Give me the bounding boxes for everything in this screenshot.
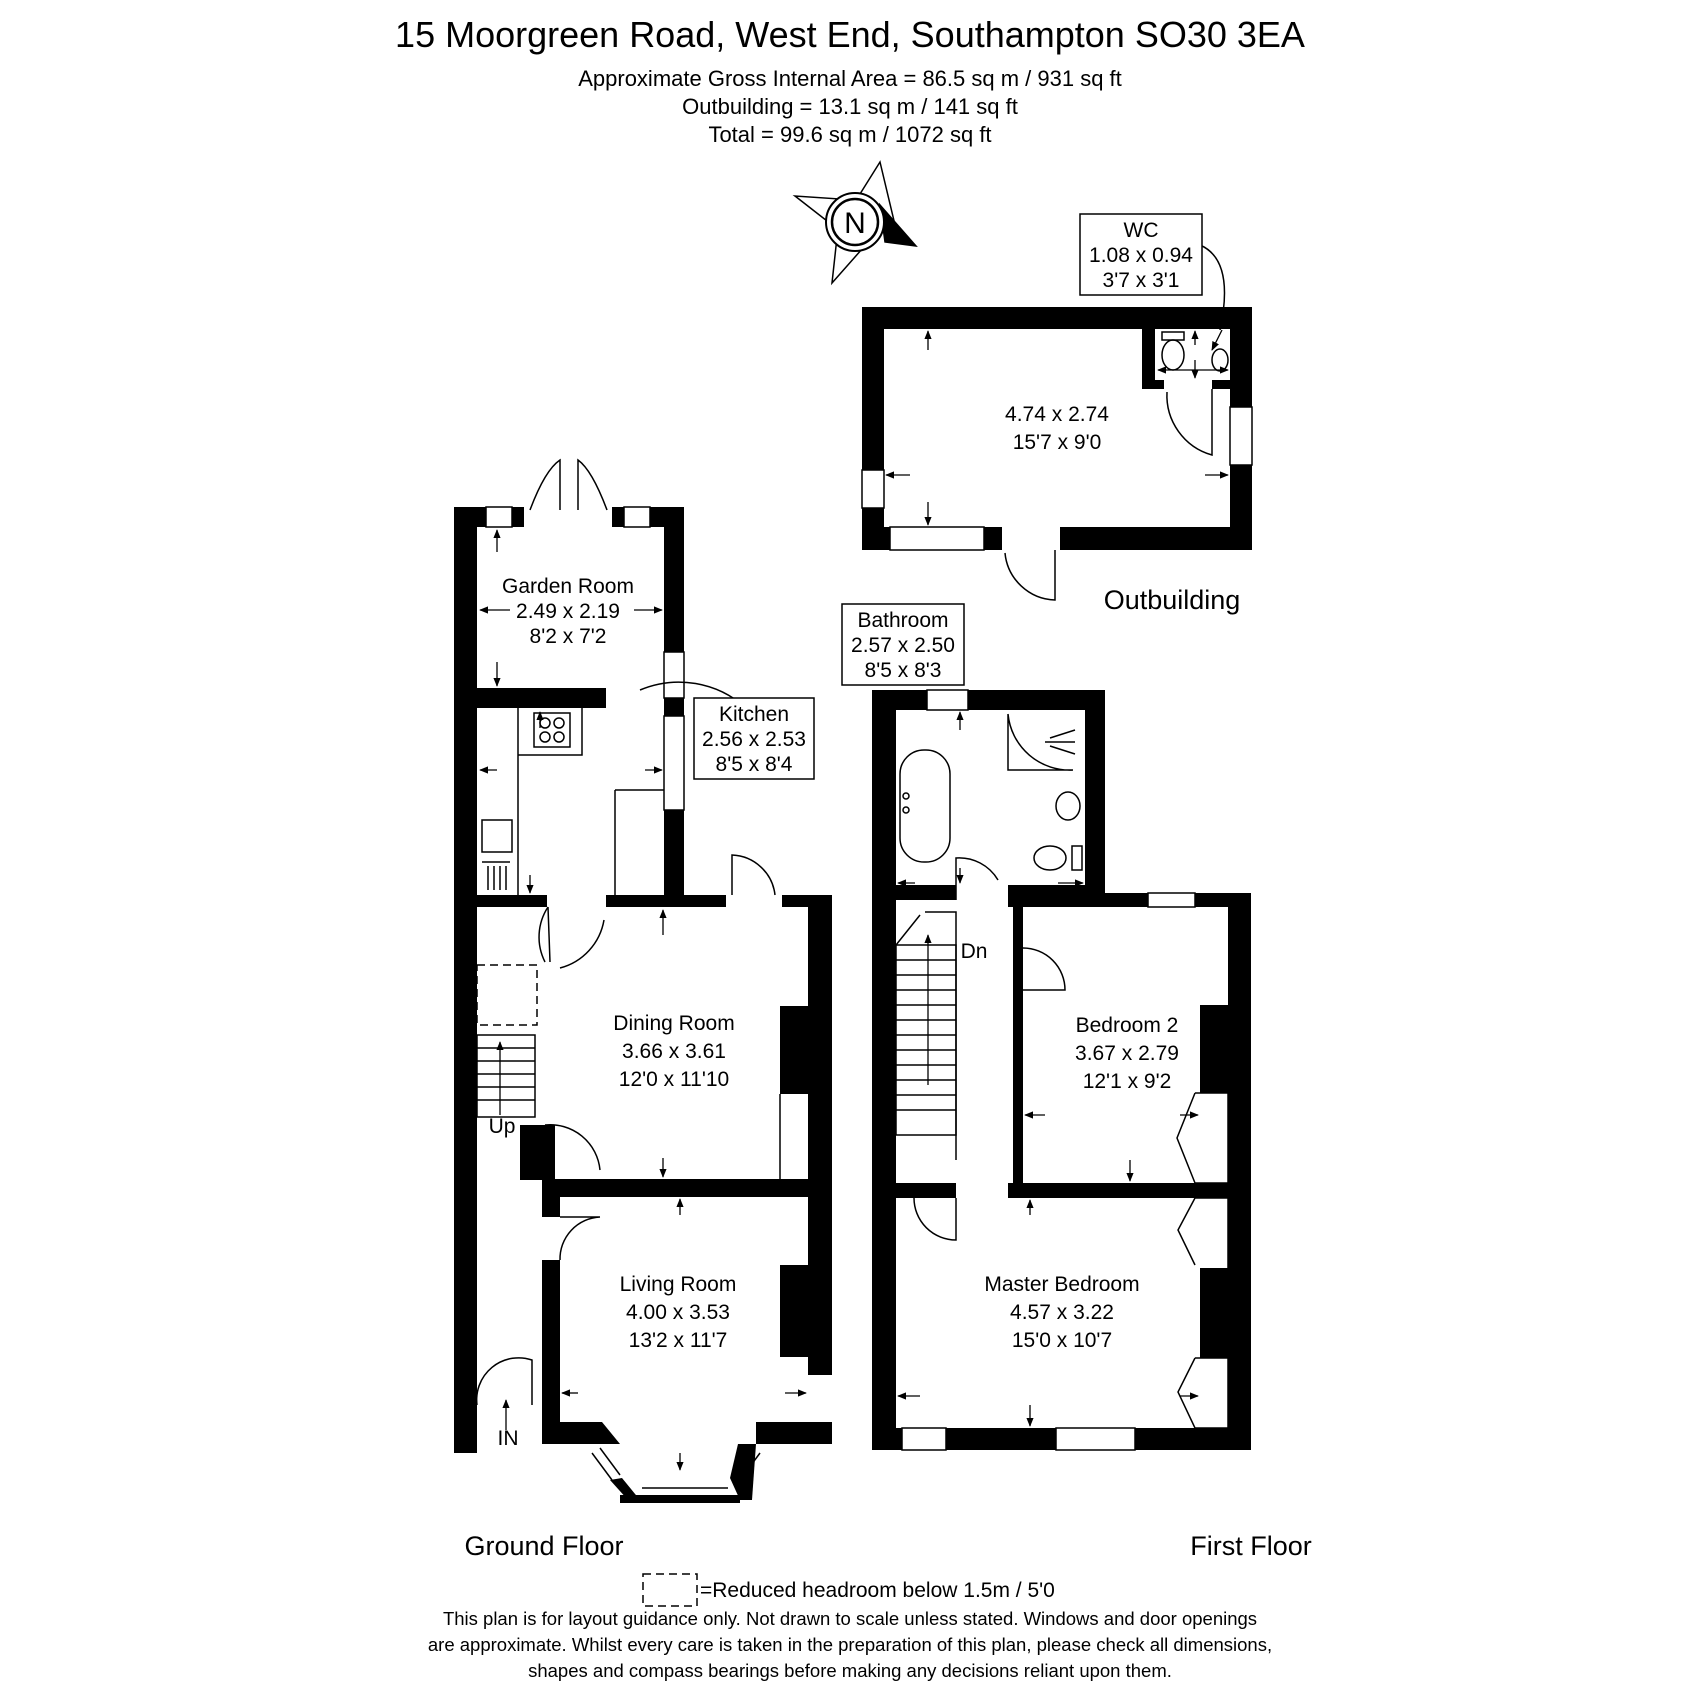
area-total: Total = 99.6 sq m / 1072 sq ft <box>708 122 992 147</box>
dining-room-imperial: 12'0 x 11'10 <box>619 1068 729 1091</box>
kitchen-name: Kitchen <box>719 703 789 726</box>
first-floor-lines <box>895 689 1229 1451</box>
compass-label: N <box>844 207 866 240</box>
bathroom-metric: 2.57 x 2.50 <box>851 634 955 657</box>
first-floor-title: First Floor <box>1190 1531 1312 1561</box>
master-bedroom-metric: 4.57 x 3.22 <box>1010 1301 1114 1324</box>
outbuilding-arrows <box>885 329 1229 526</box>
outbuilding-title: Outbuilding <box>1104 585 1241 615</box>
garden-room-imperial: 8'2 x 7'2 <box>530 625 607 648</box>
garden-room-metric: 2.49 x 2.19 <box>516 600 620 623</box>
reduced-headroom-legend: =Reduced headroom below 1.5m / 5'0 <box>700 1579 1055 1602</box>
dining-room-name: Dining Room <box>613 1012 734 1035</box>
page-title: 15 Moorgreen Road, West End, Southampton… <box>395 14 1305 55</box>
bedroom-2-name: Bedroom 2 <box>1076 1014 1179 1037</box>
disclaimer-line-2: are approximate. Whilst every care is ta… <box>427 1634 1273 1655</box>
dining-room-metric: 3.66 x 3.61 <box>622 1040 726 1063</box>
wc-label-box <box>1079 213 1203 296</box>
stairs-down-label: Dn <box>961 940 988 963</box>
reduced-headroom-legend-icon <box>642 1573 698 1607</box>
wc-imperial: 3'7 x 3'1 <box>1103 269 1180 292</box>
kitchen-label-box <box>693 697 815 780</box>
master-bedroom-name: Master Bedroom <box>984 1273 1139 1296</box>
first-floor-walls <box>872 690 1251 1450</box>
outbuilding-walls <box>862 307 1252 550</box>
entrance-label: IN <box>498 1427 519 1450</box>
disclaimer-line-3: shapes and compass bearings before makin… <box>528 1660 1172 1681</box>
disclaimer-line-1: This plan is for layout guidance only. N… <box>442 1608 1258 1629</box>
wc-name: WC <box>1124 219 1159 242</box>
area-outbuilding: Outbuilding = 13.1 sq m / 141 sq ft <box>682 94 1018 119</box>
outbuilding-lines <box>861 244 1253 601</box>
bedroom-2-metric: 3.67 x 2.79 <box>1075 1042 1179 1065</box>
bathroom-name: Bathroom <box>857 609 948 632</box>
outbuilding-room-metric: 4.74 x 2.74 <box>1005 403 1109 426</box>
stairs-up-label: Up <box>489 1115 516 1138</box>
living-room-name: Living Room <box>620 1273 737 1296</box>
wc-metric: 1.08 x 0.94 <box>1089 244 1193 267</box>
master-bedroom-imperial: 15'0 x 10'7 <box>1012 1329 1112 1352</box>
kitchen-metric: 2.56 x 2.53 <box>702 728 806 751</box>
ground-floor-lines <box>475 458 781 1497</box>
first-floor-arrows <box>897 711 1199 1427</box>
outbuilding-room-imperial: 15'7 x 9'0 <box>1013 431 1102 454</box>
kitchen-imperial: 8'5 x 8'4 <box>716 753 793 776</box>
ground-floor-arrows <box>479 529 807 1471</box>
bathroom-label-box <box>841 603 965 686</box>
area-main: Approximate Gross Internal Area = 86.5 s… <box>578 66 1122 91</box>
living-room-imperial: 13'2 x 11'7 <box>629 1329 728 1352</box>
compass-icon: N <box>792 160 918 286</box>
bedroom-2-imperial: 12'1 x 9'2 <box>1083 1070 1172 1093</box>
ground-floor-title: Ground Floor <box>464 1531 623 1561</box>
living-room-metric: 4.00 x 3.53 <box>626 1301 730 1324</box>
garden-room-name: Garden Room <box>502 575 634 598</box>
bathroom-imperial: 8'5 x 8'3 <box>865 659 942 682</box>
ground-floor-walls <box>454 507 832 1503</box>
